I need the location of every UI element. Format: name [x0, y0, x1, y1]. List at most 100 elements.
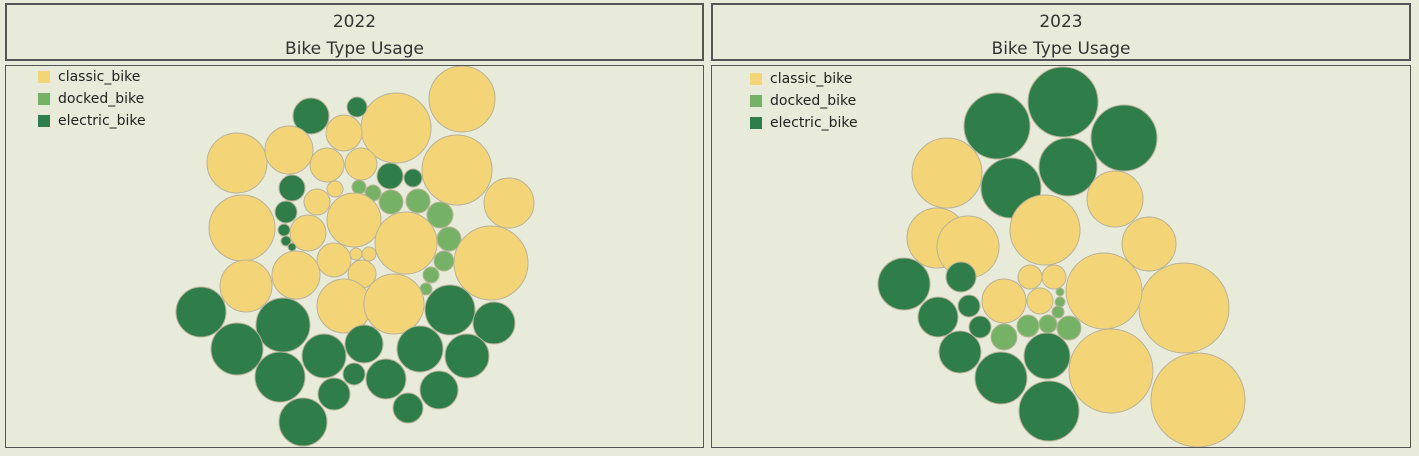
chart-subtitle: Bike Type Usage [991, 39, 1131, 59]
bubble-electric-bike[interactable] [1018, 380, 1080, 442]
bubble-plot-2023 [877, 66, 1246, 447]
bubble-classic-bike[interactable] [1041, 264, 1067, 290]
bubble-docked-bike[interactable] [378, 189, 404, 215]
bubble-electric-bike[interactable] [317, 377, 351, 411]
bubble-electric-bike[interactable] [424, 284, 476, 336]
bubble-docked-bike[interactable] [1038, 314, 1058, 334]
bubble-electric-bike[interactable] [444, 333, 490, 379]
bubble-classic-bike[interactable] [1017, 264, 1043, 290]
bubble-classic-bike[interactable] [1086, 170, 1144, 228]
bubble-classic-bike[interactable] [1065, 252, 1143, 330]
bubble-electric-bike[interactable] [396, 325, 444, 373]
bubble-classic-bike[interactable] [325, 114, 363, 152]
bubble-classic-bike[interactable] [483, 177, 535, 229]
bubble-docked-bike[interactable] [1016, 314, 1040, 338]
legend-item-docked-bike[interactable]: docked_bike [750, 90, 858, 112]
bubble-electric-bike[interactable] [963, 92, 1031, 160]
bubble-docked-bike[interactable] [351, 179, 367, 195]
bubble-docked-bike[interactable] [426, 201, 454, 229]
bubble-electric-bike[interactable] [419, 370, 459, 410]
bubble-electric-bike[interactable] [1023, 332, 1071, 380]
bubble-classic-bike[interactable] [316, 242, 352, 278]
bubble-classic-bike[interactable] [219, 259, 273, 313]
bubble-electric-bike[interactable] [210, 322, 264, 376]
bubble-electric-bike[interactable] [254, 351, 306, 403]
bubble-classic-bike[interactable] [271, 250, 321, 300]
bubble-docked-bike[interactable] [1055, 287, 1065, 297]
legend-swatch-electric-bike [750, 117, 762, 129]
bubble-classic-bike[interactable] [1121, 216, 1177, 272]
bubble-electric-bike[interactable] [1027, 66, 1099, 138]
legend-item-classic-bike[interactable]: classic_bike [38, 66, 146, 88]
bubble-classic-bike[interactable] [344, 147, 378, 181]
bubble-electric-bike[interactable] [392, 392, 424, 424]
bubble-electric-bike[interactable] [974, 351, 1028, 405]
legend: classic_bike docked_bike electric_bike [750, 68, 858, 134]
bubble-electric-bike[interactable] [175, 286, 227, 338]
bubble-docked-bike[interactable] [433, 250, 455, 272]
bubble-electric-bike[interactable] [1038, 137, 1098, 197]
bubble-classic-bike[interactable] [309, 147, 345, 183]
bubble-electric-bike[interactable] [344, 324, 384, 364]
bubble-classic-bike[interactable] [303, 188, 331, 216]
bubble-classic-bike[interactable] [264, 125, 314, 175]
bubble-classic-bike[interactable] [289, 214, 327, 252]
bubble-classic-bike[interactable] [326, 180, 344, 198]
bubble-classic-bike[interactable] [361, 246, 377, 262]
bubble-classic-bike[interactable] [421, 134, 493, 206]
bubble-electric-bike[interactable] [346, 96, 368, 118]
bubble-electric-bike[interactable] [376, 162, 404, 190]
bubble-electric-bike[interactable] [301, 333, 347, 379]
legend-swatch-classic-bike [750, 73, 762, 85]
bubble-electric-bike[interactable] [255, 297, 311, 353]
bubble-electric-bike[interactable] [280, 235, 292, 247]
bubble-electric-bike[interactable] [968, 315, 992, 339]
bubble-classic-bike[interactable] [208, 194, 276, 262]
legend-item-classic-bike[interactable]: classic_bike [750, 68, 858, 90]
bubble-classic-bike[interactable] [911, 137, 983, 209]
bubble-classic-bike[interactable] [363, 273, 425, 335]
legend-label: docked_bike [770, 93, 857, 109]
bubble-electric-bike[interactable] [274, 200, 298, 224]
bubble-electric-bike[interactable] [365, 358, 407, 400]
bubble-electric-bike[interactable] [472, 301, 516, 345]
bubble-electric-bike[interactable] [917, 296, 959, 338]
legend-swatch-classic-bike [38, 71, 50, 83]
chart-subtitle: Bike Type Usage [285, 39, 424, 59]
bubble-electric-bike[interactable] [945, 261, 977, 293]
bubble-classic-bike[interactable] [428, 66, 496, 133]
bubble-electric-bike[interactable] [277, 223, 291, 237]
bubble-classic-bike[interactable] [326, 192, 382, 248]
bubble-classic-bike[interactable] [1068, 328, 1154, 414]
bubble-docked-bike[interactable] [436, 226, 462, 252]
bubble-classic-bike[interactable] [206, 132, 268, 194]
bubble-docked-bike[interactable] [990, 323, 1018, 351]
bubble-electric-bike[interactable] [403, 168, 423, 188]
bubble-classic-bike[interactable] [1026, 287, 1054, 315]
bubble-classic-bike[interactable] [981, 278, 1027, 324]
bubble-classic-bike[interactable] [453, 225, 529, 301]
legend-item-docked-bike[interactable]: docked_bike [38, 88, 146, 110]
bubble-docked-bike[interactable] [1051, 305, 1065, 319]
bubble-electric-bike[interactable] [278, 397, 328, 447]
bubble-electric-bike[interactable] [1090, 104, 1158, 172]
bubble-classic-bike[interactable] [374, 211, 438, 275]
bubble-electric-bike[interactable] [938, 330, 982, 374]
bubble-electric-bike[interactable] [342, 362, 366, 386]
bubble-classic-bike[interactable] [1150, 352, 1246, 447]
bubble-electric-bike[interactable] [877, 257, 931, 311]
legend-item-electric-bike[interactable]: electric_bike [38, 110, 146, 132]
bubble-docked-bike[interactable] [1056, 315, 1082, 341]
bubble-classic-bike[interactable] [1138, 262, 1230, 354]
bubble-docked-bike[interactable] [422, 266, 440, 284]
bubble-electric-bike[interactable] [287, 242, 297, 252]
bubble-docked-bike[interactable] [405, 188, 431, 214]
bubble-electric-bike[interactable] [957, 294, 981, 318]
legend-label: classic_bike [58, 69, 141, 85]
bubble-electric-bike[interactable] [292, 97, 330, 135]
bubble-electric-bike[interactable] [278, 174, 306, 202]
legend-item-electric-bike[interactable]: electric_bike [750, 112, 858, 134]
bubble-docked-bike[interactable] [1054, 296, 1066, 308]
bubble-classic-bike[interactable] [1009, 194, 1081, 266]
bubble-classic-bike[interactable] [349, 247, 363, 261]
